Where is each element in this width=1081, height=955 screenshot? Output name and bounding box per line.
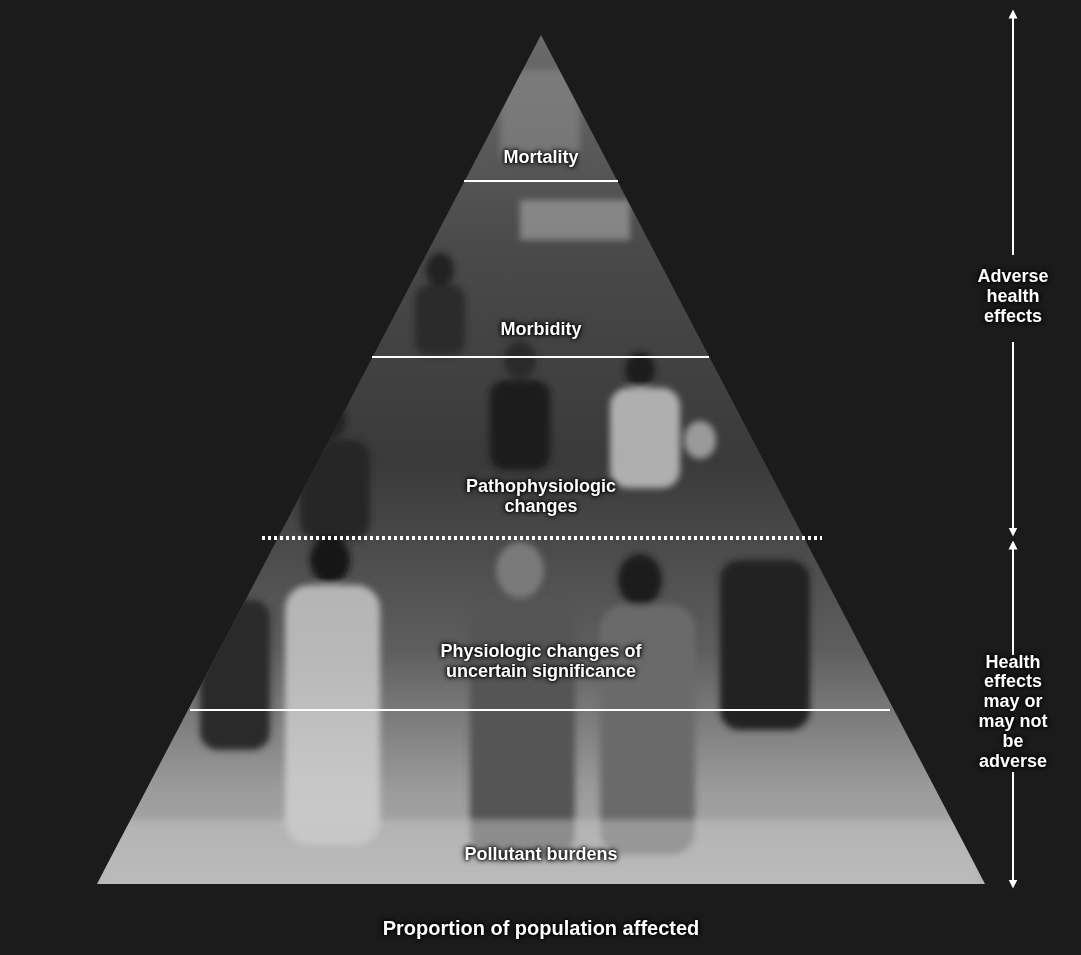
pyramid-band: Mortality <box>441 146 641 170</box>
range-label: Health effects may or may not be adverse <box>967 653 1059 772</box>
street <box>100 820 980 890</box>
pyramid-band: Morbidity <box>441 318 641 342</box>
crowd-photo <box>90 30 990 890</box>
band-label: Mortality <box>445 148 637 168</box>
band-dividers <box>190 181 890 710</box>
pyramid-band: Physiologic changes of uncertain signifi… <box>401 640 681 684</box>
body <box>415 285 465 355</box>
range-arrow <box>1012 772 1014 884</box>
vehicle <box>520 200 630 240</box>
band-divider <box>464 180 618 182</box>
axis-label: Proportion of population affected <box>245 917 837 939</box>
label-block: Proportion of population affected <box>241 915 841 941</box>
head <box>314 401 346 439</box>
label-block: Health effects may or may not be adverse <box>963 651 1063 774</box>
crowd-figures <box>100 70 980 890</box>
body <box>490 380 550 470</box>
band-label: Physiologic changes of uncertain signifi… <box>405 642 677 682</box>
range-arrow <box>1012 342 1014 532</box>
band-divider <box>190 709 890 711</box>
pyramid-band: Pollutant burdens <box>411 843 671 867</box>
band-label: Morbidity <box>445 320 637 340</box>
body <box>720 560 810 730</box>
range-arrow <box>1012 545 1014 655</box>
head <box>618 554 662 606</box>
range-arrow <box>1012 14 1014 255</box>
band-label: Pathophysiologic changes <box>455 477 627 517</box>
photo-ground <box>90 30 990 890</box>
body <box>200 600 270 750</box>
dashed-divider <box>262 536 822 540</box>
body <box>300 440 370 540</box>
body <box>610 388 680 488</box>
band-label: Pollutant burdens <box>415 845 667 865</box>
building <box>500 70 580 160</box>
label-block: Adverse health effects <box>965 265 1061 328</box>
coat <box>285 585 380 845</box>
range-label: Adverse health effects <box>969 267 1057 326</box>
head <box>426 253 454 287</box>
head <box>684 421 716 459</box>
band-divider <box>372 356 709 358</box>
pyramid-band: Pathophysiologic changes <box>451 475 631 519</box>
head <box>504 341 536 379</box>
hood <box>496 542 544 598</box>
head <box>310 536 350 584</box>
